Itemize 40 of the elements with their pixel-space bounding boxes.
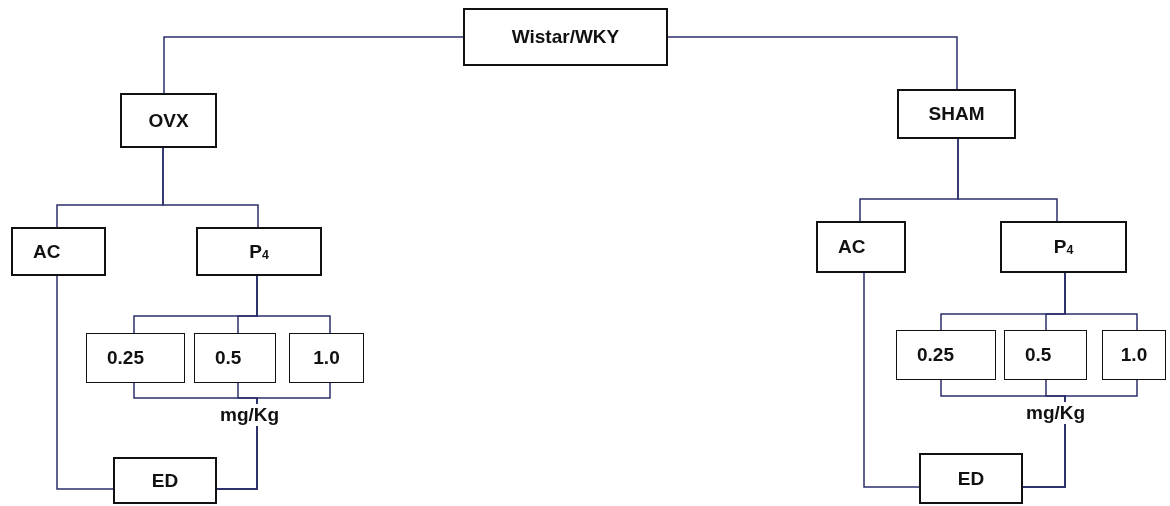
box-label: OVX	[148, 109, 189, 132]
group-box	[289, 333, 364, 383]
group-box	[919, 453, 1023, 504]
group-box	[11, 227, 106, 276]
connector-line	[256, 275, 331, 334]
group-box	[816, 221, 906, 273]
group-box	[463, 8, 668, 66]
box-label: 0.5	[1025, 344, 1052, 366]
box-label: P$_{4}$	[1053, 236, 1074, 258]
box-label: ED	[957, 467, 985, 490]
group-box	[120, 93, 217, 148]
box-label: ED	[151, 469, 179, 492]
connector-line	[863, 272, 920, 488]
box-label: AC	[33, 240, 61, 263]
connector-line	[1064, 272, 1138, 331]
group-box	[196, 227, 322, 276]
box-label: AC	[838, 236, 866, 258]
box-label: Wistar/WKY	[511, 26, 620, 48]
box-label: 0.25	[917, 344, 954, 366]
box-label: SHAM	[928, 103, 985, 125]
box-label: 1.0	[313, 347, 340, 369]
group-box	[1102, 330, 1166, 380]
box-label: P$_{4}$	[249, 240, 269, 263]
connector-line	[667, 36, 958, 90]
connector-line	[162, 147, 259, 228]
box-label: 1.0	[1120, 344, 1148, 366]
connector-line	[163, 36, 464, 94]
box-label: 0.25	[107, 347, 144, 369]
box-label: 0.5	[215, 347, 242, 369]
connector-line	[56, 275, 114, 490]
connector-line	[1022, 379, 1138, 488]
group-box	[1004, 330, 1087, 380]
group-box	[896, 330, 996, 380]
group-box	[897, 89, 1016, 139]
connector-line	[216, 382, 331, 490]
connector-line	[957, 138, 1058, 222]
group-box	[113, 457, 217, 504]
group-box	[1000, 221, 1127, 273]
group-box	[194, 333, 276, 383]
group-box	[86, 333, 185, 383]
